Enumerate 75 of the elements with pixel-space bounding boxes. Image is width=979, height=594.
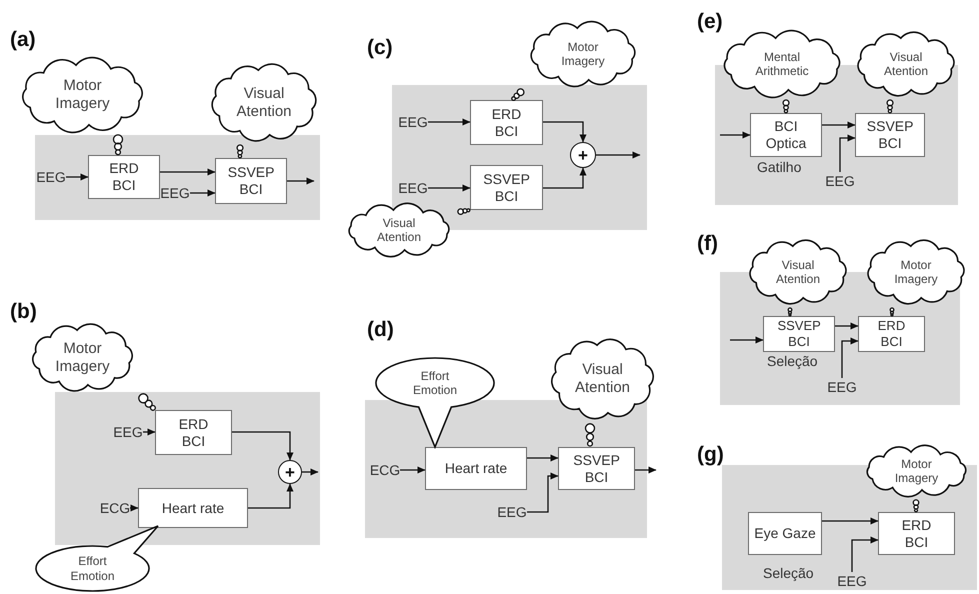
panel-label: (e)	[697, 10, 723, 34]
signal-label: EEG	[398, 179, 428, 197]
process-box: Eye Gaze	[748, 512, 822, 555]
arrow	[527, 472, 558, 513]
signal-label: EEG	[497, 503, 527, 521]
process-box: ERD BCI	[470, 100, 543, 145]
arrow	[160, 168, 216, 176]
thought-bubble-trail	[457, 208, 470, 215]
process-box: ERD BCI	[155, 410, 232, 455]
arrow	[190, 190, 216, 196]
caption-text: Gatilho	[757, 159, 802, 175]
summing-junction: +	[570, 142, 596, 168]
arrow	[851, 536, 878, 572]
signal-label: EEG	[36, 168, 66, 186]
arrow	[248, 484, 294, 509]
panel-label: (c)	[367, 36, 393, 60]
arrow	[428, 118, 470, 126]
arrow	[596, 152, 640, 158]
process-box: BCI Optica	[750, 113, 822, 157]
thought-bubble-trail	[236, 144, 244, 158]
signal-label: EEG	[398, 113, 428, 131]
signal-label: EEG	[826, 172, 854, 190]
panel-label: (b)	[10, 300, 37, 324]
process-box: ERD BCI	[858, 316, 925, 352]
diagram-panel	[55, 392, 320, 545]
arrow	[302, 468, 318, 476]
arrow	[543, 168, 586, 189]
signal-label: EEG	[160, 184, 190, 202]
panel-label: (f)	[697, 232, 718, 256]
process-box: ERD BCI	[88, 155, 160, 199]
arrow	[841, 338, 858, 378]
process-box: SSVEP BCI	[470, 165, 543, 210]
panel-label: (g)	[697, 443, 724, 467]
diagram-panel	[35, 135, 320, 220]
thought-bubble-trail	[584, 423, 596, 447]
arrow	[527, 454, 558, 462]
summing-junction: +	[278, 460, 302, 484]
arrow	[428, 184, 470, 192]
arrow	[143, 428, 156, 436]
signal-label: ECG	[370, 461, 400, 479]
panel-label: (a)	[10, 28, 36, 52]
thought-bubble-trail	[886, 99, 894, 114]
arrow	[730, 336, 764, 344]
process-box: SSVEP BCI	[558, 447, 635, 490]
speech-bubble: Effort Emotion	[375, 357, 495, 447]
arrow	[400, 466, 426, 474]
process-box: ERD BCI	[878, 512, 955, 555]
arrow	[130, 504, 138, 512]
arrow	[839, 134, 856, 172]
arrow	[66, 174, 88, 180]
signal-label: EEG	[113, 423, 143, 441]
signal-label: ECG	[100, 499, 130, 517]
thought-bubble-trail	[912, 499, 920, 512]
process-box: SSVEP BCI	[215, 158, 287, 204]
diagram-panel	[365, 400, 647, 538]
arrow	[543, 121, 586, 142]
process-box: Heart rate	[425, 447, 527, 490]
speech-bubble: Effort Emotion	[35, 524, 160, 592]
process-box: SSVEP BCI	[855, 113, 925, 157]
arrow	[232, 431, 294, 460]
caption-text: Seleção	[767, 353, 818, 369]
arrow	[822, 122, 856, 128]
arrow	[635, 466, 656, 474]
arrow	[287, 178, 314, 184]
process-box: SSVEP BCI	[763, 316, 835, 352]
signal-label: EEG	[838, 572, 866, 590]
arrow	[720, 132, 750, 138]
arrow	[835, 322, 858, 330]
caption-text: Seleção	[763, 565, 814, 581]
signal-label: EEG	[828, 378, 856, 396]
thought-bubble-trail	[112, 134, 124, 156]
process-box: Heart rate	[138, 488, 248, 528]
panel-label: (d)	[367, 318, 394, 342]
arrow	[822, 518, 878, 524]
thought-bubble-trail	[782, 99, 790, 114]
